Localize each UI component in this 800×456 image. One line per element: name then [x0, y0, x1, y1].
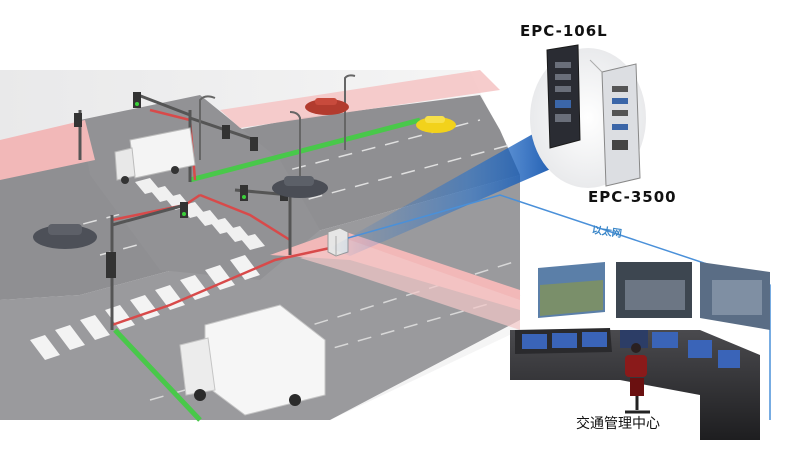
street-lamp-icon	[199, 74, 356, 190]
control-desk	[510, 328, 760, 440]
data-beam	[330, 130, 560, 256]
operator-chair-icon	[625, 343, 650, 414]
monitor-icon	[522, 330, 740, 368]
epc-3500-device	[589, 59, 641, 187]
car-icon	[33, 224, 97, 249]
car-icon	[272, 176, 328, 198]
truck-icon	[179, 304, 326, 416]
epc-3500-label: EPC-3500	[588, 188, 677, 206]
car-icon	[416, 116, 456, 133]
ethernet-line	[347, 194, 771, 420]
epc-106l-label: EPC-106L	[520, 22, 608, 40]
traffic-management-center-label: 交通管理中心	[576, 416, 660, 432]
sidewalks	[0, 70, 520, 330]
epc-106l-device	[546, 44, 581, 149]
video-wall	[538, 262, 770, 330]
median-strip	[113, 328, 202, 422]
truck-icon	[114, 127, 196, 184]
median-strip	[189, 117, 421, 183]
car-icon	[305, 98, 349, 115]
